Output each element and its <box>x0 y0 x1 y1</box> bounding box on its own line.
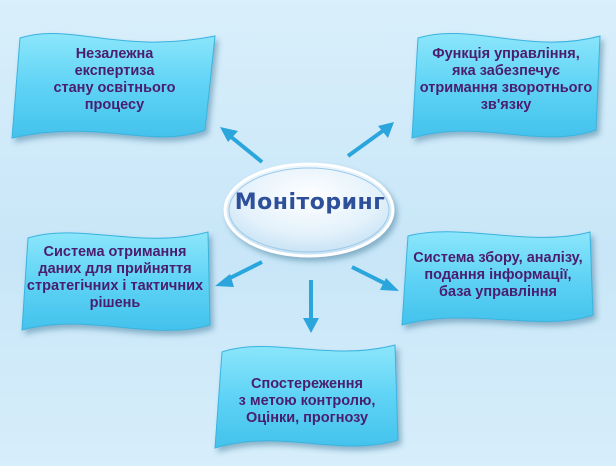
banner-line: зв'язку <box>480 97 532 113</box>
banner-line: стратегічних і тактичних <box>26 278 204 294</box>
banner-line: даних для прийняття <box>38 261 192 277</box>
arrow-to-middle-right <box>351 265 399 291</box>
center-label: Моніторинг <box>234 190 386 215</box>
banner-line: Функція управління, <box>432 46 580 62</box>
arrow-to-top-left <box>220 127 264 164</box>
banner-middle-left-text: Система отримання даних для прийняття ст… <box>22 244 208 312</box>
banner-line: експертиза <box>74 63 155 79</box>
banner-middle-right <box>401 231 594 326</box>
banner-line: стану освітнього <box>53 80 176 96</box>
arrow-to-bottom <box>303 280 319 333</box>
banner-top-right <box>411 32 601 139</box>
arrow-to-middle-left <box>215 260 263 287</box>
banner-top-left-text: Незалежна експертиза стану освітнього пр… <box>22 46 207 114</box>
banner-line: з метою контролю, <box>238 393 376 409</box>
banner-middle-left <box>21 231 211 331</box>
banner-line: Незалежна <box>75 46 154 62</box>
banner-top-left <box>11 32 216 139</box>
banner-line: Система збору, аналізу, <box>413 250 583 266</box>
arrow-to-top-right <box>346 122 394 158</box>
banner-top-right-text: Функція управління, яка забезпечує отрим… <box>416 46 596 114</box>
banner-middle-right-text: Система збору, аналізу, подання інформац… <box>404 250 592 301</box>
banner-line: подання інформації, <box>424 267 572 283</box>
banner-bottom-text: Спостереження з метою контролю, Оцінки, … <box>218 376 396 427</box>
banner-line: Система отримання <box>43 244 187 260</box>
banner-line: Оцінки, прогнозу <box>245 410 369 426</box>
banner-line: база управління <box>439 284 557 300</box>
banner-bottom <box>214 344 399 449</box>
banner-line: рішень <box>89 295 141 311</box>
banner-line: Спостереження <box>251 376 363 392</box>
center-ellipse <box>223 162 395 258</box>
banner-line: процесу <box>84 97 145 113</box>
banner-line: отримання зворотнього <box>419 80 593 96</box>
banner-line: яка забезпечує <box>451 63 561 79</box>
